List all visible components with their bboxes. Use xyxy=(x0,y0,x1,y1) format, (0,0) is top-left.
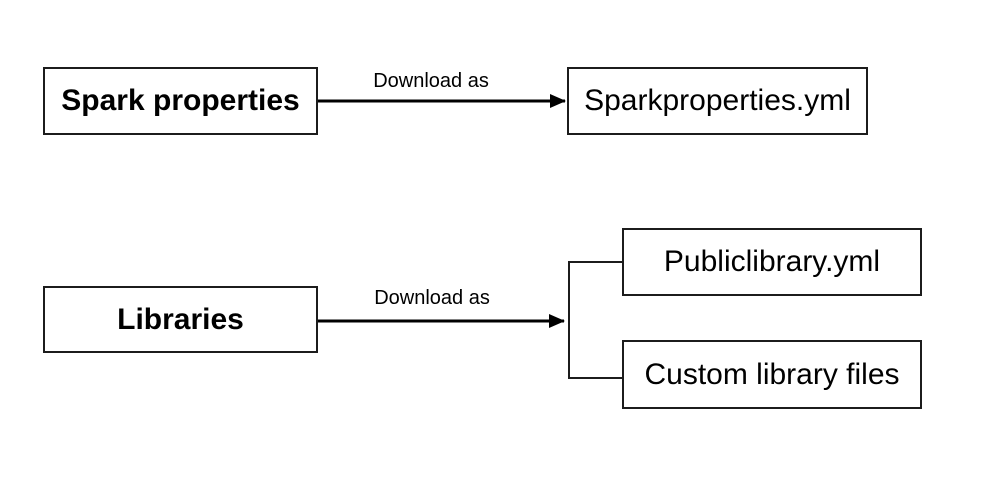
edge-label-download-as-spark: Download as xyxy=(373,70,489,92)
node-libraries-label: Libraries xyxy=(117,302,244,336)
node-custom-library-files-label: Custom library files xyxy=(644,357,900,391)
branch-connector xyxy=(568,261,622,379)
edge-label-download-as-libraries: Download as xyxy=(374,287,490,309)
node-sparkproperties-yml: Sparkproperties.yml xyxy=(567,67,868,135)
node-sparkproperties-yml-label: Sparkproperties.yml xyxy=(584,84,851,117)
node-publiclibrary-yml-label: Publiclibrary.yml xyxy=(663,245,881,278)
node-spark-properties-label: Spark properties xyxy=(61,84,300,117)
node-custom-library-files: Custom library files xyxy=(622,340,922,409)
node-libraries: Libraries xyxy=(43,286,318,353)
node-publiclibrary-yml: Publiclibrary.yml xyxy=(622,228,922,296)
node-spark-properties: Spark properties xyxy=(43,67,318,135)
